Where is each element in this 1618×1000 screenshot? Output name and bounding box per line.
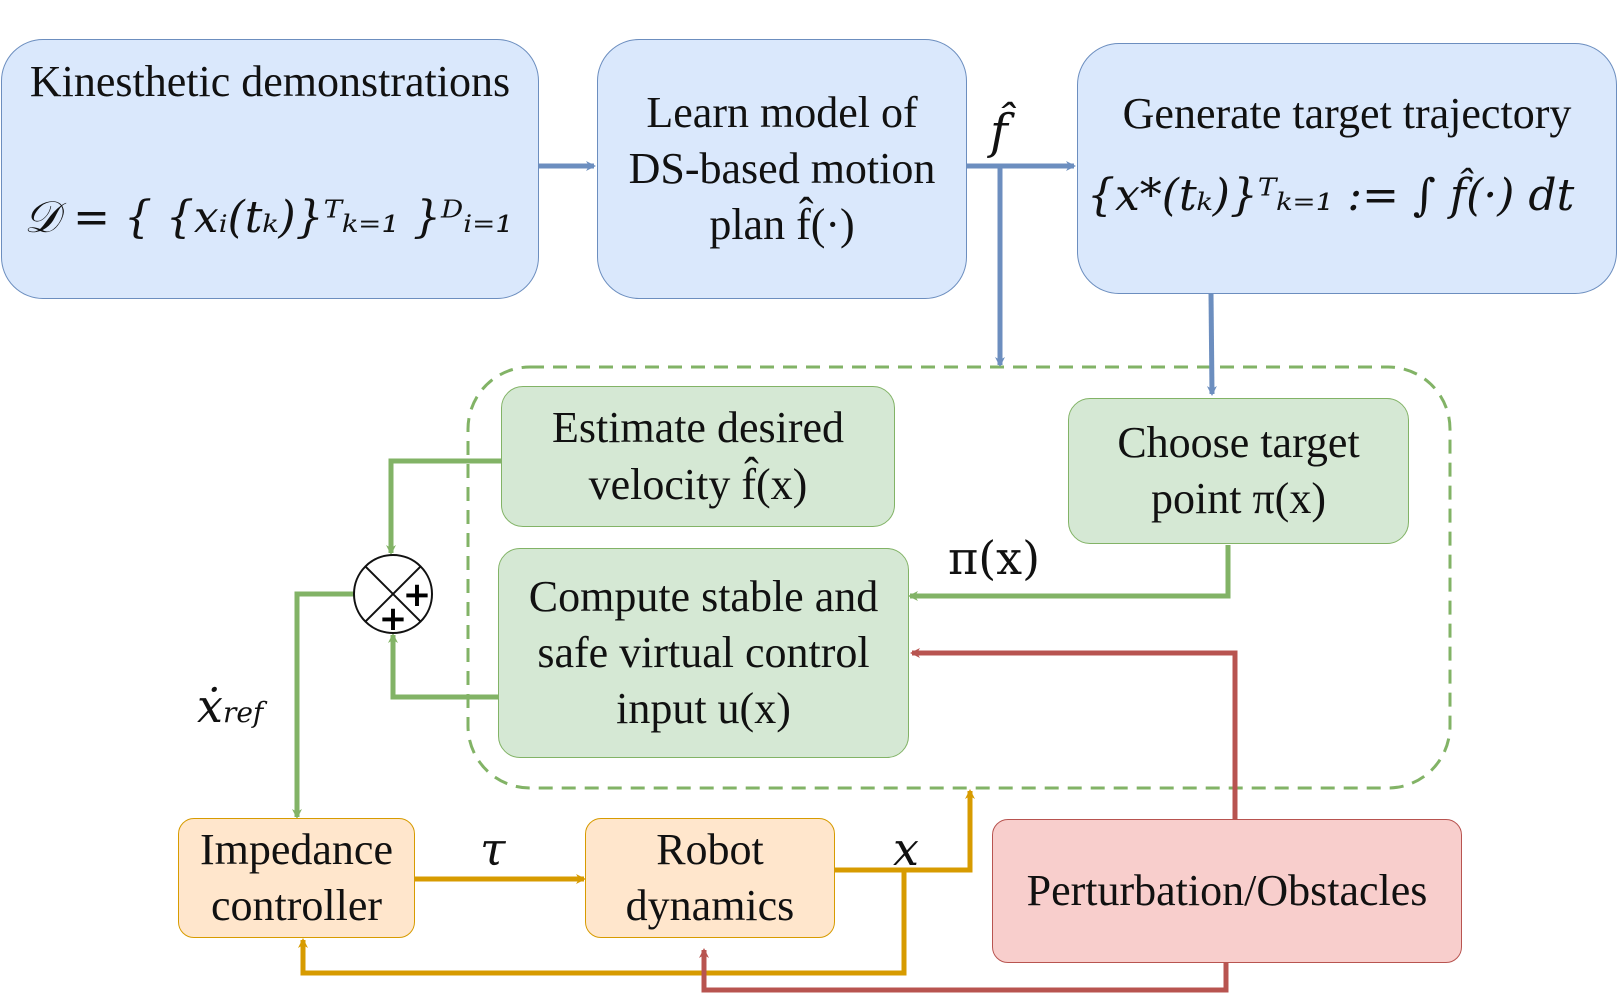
impedance-line-1: Impedance	[200, 824, 393, 874]
learn-line-1: Learn model of	[646, 87, 918, 137]
arrow-compute-to-sum	[388, 633, 498, 700]
arrow-perturbation-to-compute	[910, 648, 1238, 819]
perturbation-block: Perturbation/Obstacles	[992, 819, 1462, 963]
arrow-sum-to-impedance	[292, 591, 354, 819]
label-x: x	[893, 822, 919, 876]
label-pi-x: π(x)	[948, 531, 1041, 585]
plus-sign-right: +	[403, 575, 432, 615]
estimate-line-2: velocity f̂(x)	[588, 459, 808, 509]
label-x-dot: ẋ	[197, 679, 223, 733]
compute-line-1: Compute stable and	[528, 571, 879, 621]
demonstrations-formula: 𝒟 = { {xᵢ(tₖ)}ᵀₖ₌₁ }ᴰᵢ₌₁	[24, 192, 513, 243]
robot-line-1: Robot	[656, 824, 764, 874]
robot-line-2: dynamics	[625, 881, 795, 930]
choose-line-2: point π(x)	[1151, 474, 1326, 523]
controller-group-boundary	[466, 365, 1452, 790]
plus-sign-bottom: +	[379, 599, 408, 639]
label-tau: τ	[480, 822, 506, 876]
arrow-x-feedback-to-impedance	[298, 870, 907, 976]
arrow-choose-to-compute	[908, 545, 1231, 601]
learn-line-2: DS-based motion	[628, 143, 936, 193]
compute-line-2: safe virtual control	[537, 627, 870, 677]
summing-junction: + +	[353, 554, 433, 639]
label-ref-subscript: ref	[222, 696, 264, 729]
robot-dynamics-block: Robot dynamics	[585, 818, 835, 938]
generate-formula: {x*(tₖ)}ᵀₖ₌₁ := ∫ f̂(·) dt	[1087, 170, 1575, 221]
perturbation-label: Perturbation/Obstacles	[1026, 865, 1428, 915]
compute-control-block: Compute stable and safe virtual control …	[498, 548, 909, 758]
arrow-robot-to-group	[835, 789, 975, 873]
arrow-generate-to-choose	[1206, 292, 1217, 396]
demonstrations-block: Kinesthetic demonstrations	[1, 39, 539, 299]
compute-line-3: input u(x)	[616, 684, 791, 734]
impedance-controller-block: Impedance controller	[178, 818, 415, 938]
label-x-dot-ref: ẋref	[197, 683, 263, 729]
generate-trajectory-block: Generate target trajectory	[1077, 43, 1617, 294]
choose-target-block: Choose target point π(x)	[1068, 398, 1409, 544]
learn-model-block: Learn model of DS-based motion plan f̂(·…	[597, 39, 967, 299]
arrow-perturbation-to-robot	[699, 948, 1229, 993]
estimate-velocity-block: Estimate desired velocity f̂(x)	[501, 386, 895, 527]
estimate-line-1: Estimate desired	[551, 403, 844, 453]
choose-line-1: Choose target	[1117, 417, 1360, 467]
demonstrations-title: Kinesthetic demonstrations	[29, 57, 511, 106]
impedance-line-2: controller	[210, 881, 383, 930]
arrow-estimate-to-sum	[386, 458, 501, 555]
label-f-hat: f̂	[990, 104, 1008, 160]
learn-line-3: plan f̂(·)	[709, 200, 855, 250]
generate-title: Generate target trajectory	[1122, 89, 1572, 138]
